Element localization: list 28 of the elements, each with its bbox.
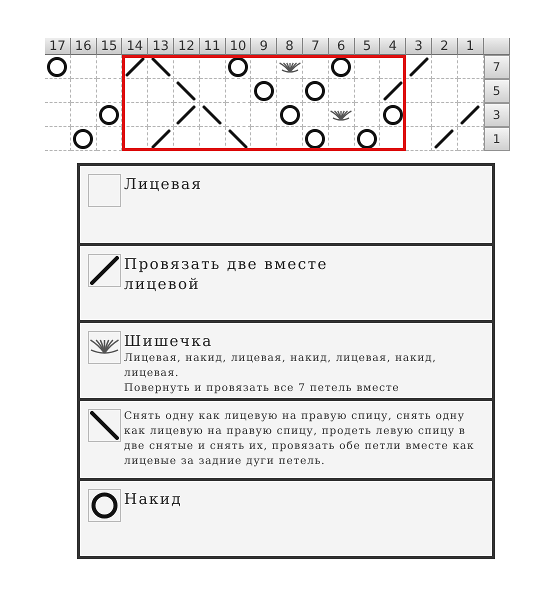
symbol-name: Провязать две вместе лицевой [124, 254, 329, 294]
column-number: 14 [122, 38, 148, 55]
column-number: 11 [200, 38, 226, 55]
row-number: 7 [484, 55, 510, 79]
instruction-text: Повернуть и провязать все 7 петель вместе [124, 381, 400, 396]
column-number: 7 [302, 38, 329, 55]
column-number: 5 [354, 38, 380, 55]
column-number: 15 [96, 38, 122, 55]
symbol-name: Шишечка [124, 331, 214, 351]
row-number: 3 [484, 103, 510, 127]
column-number: 4 [380, 38, 406, 55]
column-number: 17 [45, 38, 71, 55]
instruction-text: Снять одну как лицевую на правую спицу, снять одну как лицевую на правую спицу, продеть левую спицу в две снятые и снять их, провязать обе петли вместе как лицевые за задние дуги петель. [124, 409, 476, 469]
column-number: 3 [406, 38, 432, 55]
column-number: 6 [328, 38, 355, 55]
column-number: 13 [148, 38, 174, 55]
symbol-name: Накид [124, 489, 184, 509]
column-number: 10 [226, 38, 252, 55]
column-number: 12 [174, 38, 200, 55]
row-number: 5 [484, 79, 510, 103]
row-number: 1 [484, 127, 510, 151]
column-number: 1 [458, 38, 484, 55]
instruction-text: Лицевая, накид, лицевая, накид, лицевая, накид, лицевая. [124, 351, 438, 381]
column-number: 16 [70, 38, 97, 55]
symbol-name: Лицевая [124, 174, 204, 194]
column-number: 9 [251, 38, 278, 55]
column-number: 2 [432, 38, 458, 55]
column-number: 8 [277, 38, 303, 55]
